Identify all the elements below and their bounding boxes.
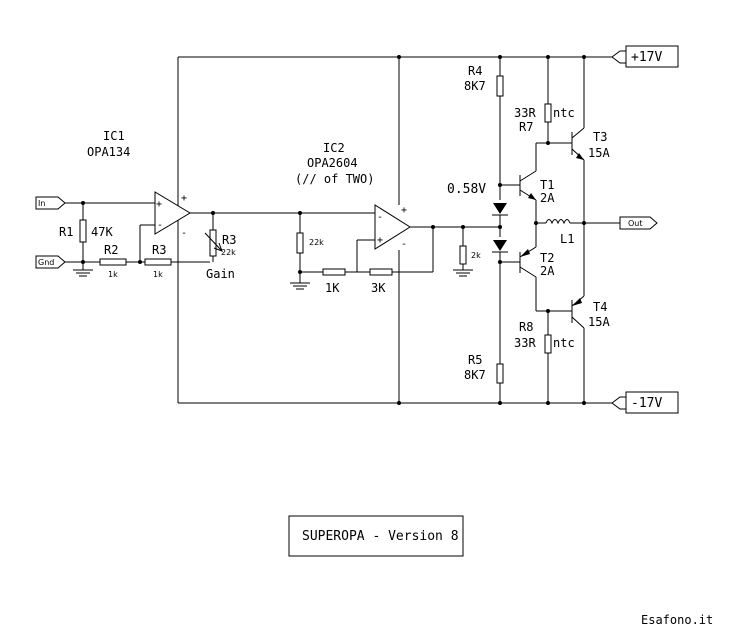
- r8-value: 33R: [514, 336, 536, 350]
- r4-value: 8K7: [464, 79, 486, 93]
- in-port-label: In: [38, 199, 45, 208]
- ic1-name: IC1: [103, 129, 125, 143]
- ic2-part: OPA2604: [307, 156, 358, 170]
- t2-name: T2: [540, 251, 554, 265]
- junction-dots: [81, 55, 586, 405]
- title-text: SUPEROPA - Version 8: [302, 529, 459, 544]
- ic2-wiring: [290, 57, 500, 403]
- rfb1-value: 22k: [309, 238, 324, 247]
- gain-pot-arrow: [204, 232, 223, 252]
- out-port: Out: [619, 216, 658, 230]
- r4-resistor: [496, 75, 504, 97]
- ic1-supply-plus: +: [181, 193, 187, 204]
- rload-resistor: [459, 245, 467, 265]
- r2-resistor: [99, 258, 127, 266]
- ic2-plus: +: [377, 235, 383, 246]
- bias-diode-upper: [492, 203, 508, 216]
- credit-text: Esafono.it: [641, 613, 713, 627]
- vpos-port: +17V: [611, 45, 679, 68]
- r2-value: 1k: [108, 270, 118, 279]
- r8-ntc-label: ntc: [553, 336, 575, 350]
- t1-rating: 2A: [540, 191, 555, 205]
- r3-resistor: [144, 258, 172, 266]
- vneg-port-label: -17V: [631, 396, 662, 411]
- rfb2-resistor: [322, 268, 346, 276]
- r2-name: R2: [104, 243, 118, 257]
- r1-value: 47K: [91, 225, 113, 239]
- r1-name: R1: [59, 225, 73, 239]
- ic2-supply-plus: +: [401, 205, 407, 216]
- rfb1-resistor: [296, 232, 304, 254]
- t4-name: T4: [593, 300, 607, 314]
- rfb3-value: 3K: [371, 281, 386, 295]
- r8-ntc-resistor: [544, 334, 552, 354]
- ic2-supply-minus: -: [401, 239, 407, 250]
- t3-arrow: [576, 153, 584, 160]
- ic1-part: OPA134: [87, 145, 130, 159]
- title-box: [288, 515, 464, 557]
- rfb3-resistor: [369, 268, 393, 276]
- ic1-supply-minus: -: [181, 228, 187, 239]
- r3-name: R3: [152, 243, 166, 257]
- ic1-opamp: + - + -: [154, 191, 191, 239]
- r4-name: R4: [468, 64, 482, 78]
- out-port-label: Out: [628, 219, 643, 228]
- gain-pot-name: R3: [222, 233, 236, 247]
- in-port: In: [35, 196, 66, 210]
- ic2-opamp: - + + -: [374, 204, 411, 250]
- t3-name: T3: [593, 130, 607, 144]
- vneg-port: -17V: [611, 391, 679, 414]
- ic1-minus: -: [157, 220, 163, 231]
- gain-pot-value: 22k: [221, 248, 236, 257]
- r5-value: 8K7: [464, 368, 486, 382]
- r5-resistor: [496, 363, 504, 384]
- t2-rating: 2A: [540, 264, 555, 278]
- rfb2-value: 1K: [325, 281, 340, 295]
- r3-value: 1k: [153, 270, 163, 279]
- ic2-name: IC2: [323, 141, 345, 155]
- t1-arrow: [528, 193, 536, 200]
- bias-voltage-label: 0.58V: [447, 182, 486, 197]
- t1-name: T1: [540, 178, 554, 192]
- gain-pot: [209, 229, 217, 257]
- r1-resistor: [79, 219, 87, 243]
- r7-value: 33R: [514, 106, 536, 120]
- r8-name: R8: [519, 320, 533, 334]
- ic2-note: (// of TWO): [295, 172, 374, 186]
- r7-ntc-resistor: [544, 103, 552, 123]
- ic1-plus: +: [156, 199, 162, 210]
- gain-label: Gain: [206, 267, 235, 281]
- t2-arrow: [520, 249, 530, 257]
- gnd-port: Gnd: [35, 255, 66, 269]
- t4-arrow: [572, 298, 582, 306]
- r7-name: R7: [519, 120, 533, 134]
- inductor-name: L1: [560, 232, 574, 246]
- rload-value: 2k: [471, 251, 481, 260]
- gnd-port-label: Gnd: [38, 258, 54, 267]
- t3-rating: 15A: [588, 146, 610, 160]
- vpos-port-label: +17V: [631, 50, 662, 65]
- t4-rating: 15A: [588, 315, 610, 329]
- ic2-minus: -: [377, 212, 383, 223]
- r5-name: R5: [468, 353, 482, 367]
- r7-ntc-label: ntc: [553, 106, 575, 120]
- bias-diode-lower: [492, 240, 508, 253]
- inductor-coil: [545, 219, 571, 225]
